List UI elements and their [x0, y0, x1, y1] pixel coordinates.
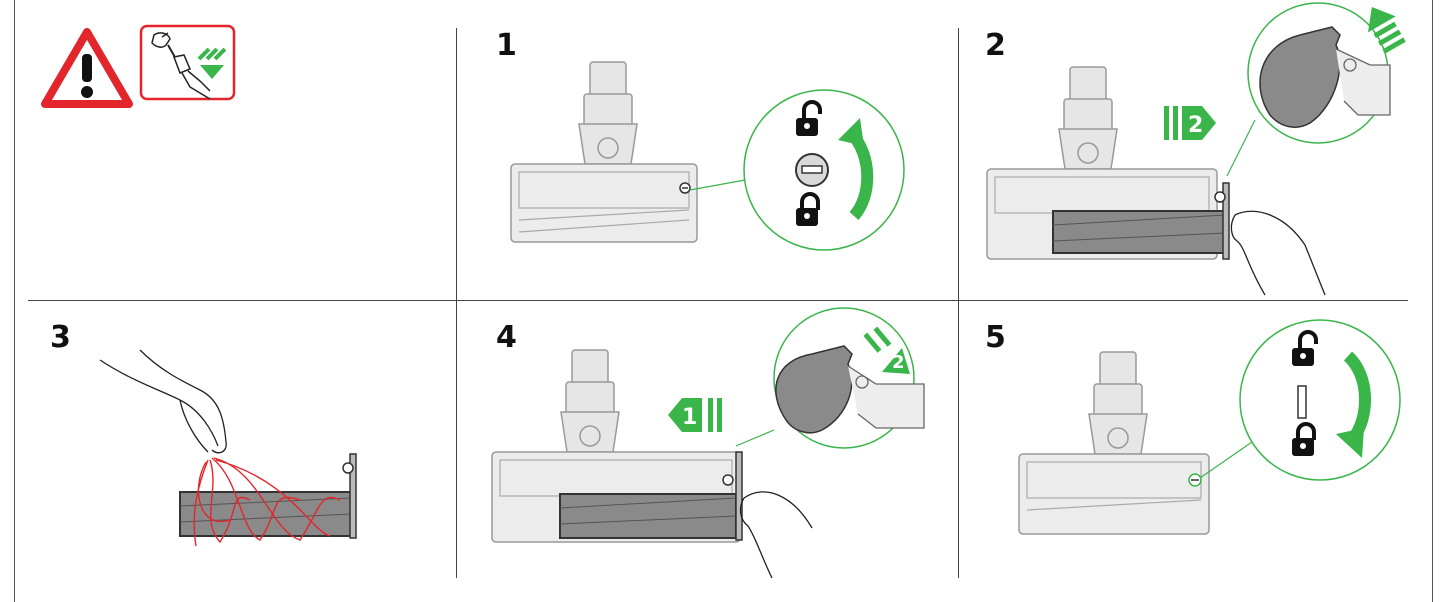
rotate-unlock-arrow-icon — [838, 118, 874, 221]
end-cap-release-detail — [1247, 2, 1406, 144]
warning-panel — [30, 20, 430, 290]
step-number: 4 — [496, 320, 517, 355]
arrow-step-label: 1 — [682, 405, 697, 430]
arrow-step-label: 2 — [892, 352, 905, 373]
cleaner-head-roller-out-illustration — [986, 66, 1326, 296]
callout-line — [1199, 441, 1253, 479]
callout-line — [1226, 119, 1256, 177]
step-number: 2 — [985, 28, 1006, 63]
lock-dial-detail-locked — [1239, 319, 1401, 481]
padlock-closed-icon — [796, 192, 820, 226]
divider-vertical-1 — [456, 28, 457, 578]
step-number: 1 — [496, 28, 517, 63]
divider-horizontal — [28, 300, 1408, 301]
divider-vertical-2 — [958, 28, 959, 578]
push-arrow-icon: 1 — [668, 398, 722, 432]
frame-left-border — [14, 0, 15, 602]
padlock-closed-icon — [1292, 422, 1316, 456]
unplug-arrow-icon — [197, 47, 227, 79]
hair-strands — [193, 457, 341, 547]
cleaner-head-roller-insert-illustration — [491, 349, 813, 579]
unplug-charger-icon — [139, 24, 236, 101]
pull-arrow-icon: 2 — [1164, 106, 1216, 140]
frame-right-border — [1432, 0, 1433, 602]
step-number: 5 — [985, 320, 1006, 355]
arrow-step-label: 2 — [1188, 113, 1203, 138]
padlock-open-icon — [796, 100, 822, 136]
padlock-open-icon — [1292, 330, 1318, 366]
end-cap-insert-detail: 2 — [773, 307, 925, 449]
step-number: 3 — [50, 320, 71, 355]
dial-slot-vertical — [1297, 385, 1307, 419]
remove-hair-illustration — [99, 349, 357, 547]
lock-dial-detail — [743, 89, 905, 251]
rotate-lock-arrow-icon — [1336, 351, 1372, 458]
callout-line — [735, 429, 775, 447]
insert-arrow-icon: 2 — [863, 326, 910, 374]
release-arrow-icon — [1368, 7, 1406, 54]
callout-line — [689, 179, 746, 191]
cleaner-head-illustration — [510, 61, 698, 243]
cleaner-head-lock-illustration — [1018, 351, 1210, 535]
warning-triangle-icon — [41, 28, 133, 108]
